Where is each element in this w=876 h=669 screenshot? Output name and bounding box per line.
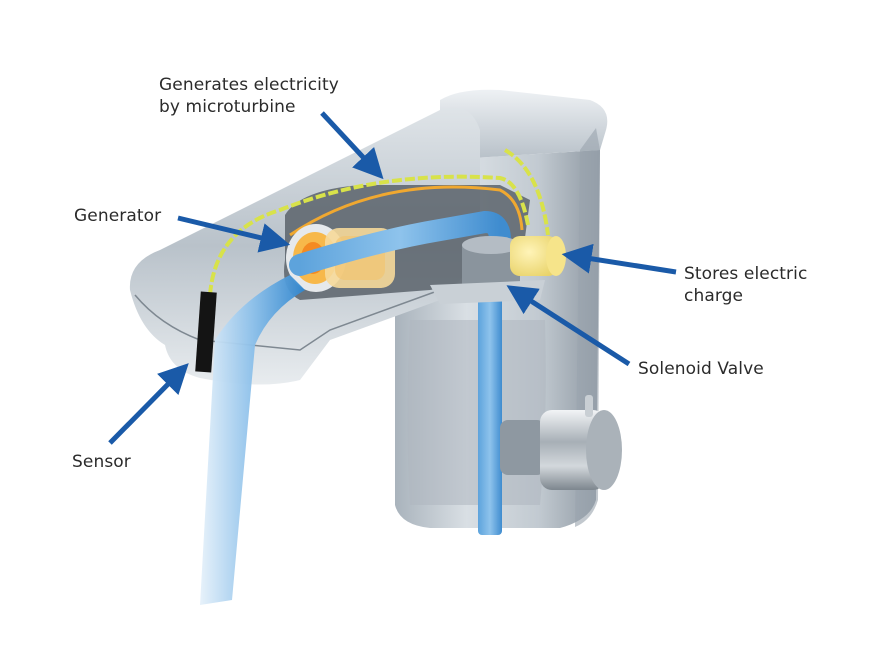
temperature-knob xyxy=(500,395,622,490)
arrow-microturbine xyxy=(320,111,384,180)
label-solenoid-valve: Solenoid Valve xyxy=(638,359,764,379)
water-stream xyxy=(200,275,305,605)
label-capacitor: Stores electric charge xyxy=(684,264,808,306)
water-pipe xyxy=(289,210,511,535)
arrow-sensor xyxy=(108,363,189,445)
arrow-capacitor xyxy=(561,243,677,275)
label-sensor: Sensor xyxy=(72,452,131,472)
wires xyxy=(208,148,550,296)
callout-arrows xyxy=(108,111,677,445)
arrow-generator xyxy=(177,215,291,253)
capacitor xyxy=(510,236,566,276)
label-microturbine: Generates electricity by microturbine xyxy=(159,75,339,117)
sensor-window xyxy=(195,291,217,373)
arrow-solenoid xyxy=(506,285,631,367)
label-generator: Generator xyxy=(74,206,162,226)
